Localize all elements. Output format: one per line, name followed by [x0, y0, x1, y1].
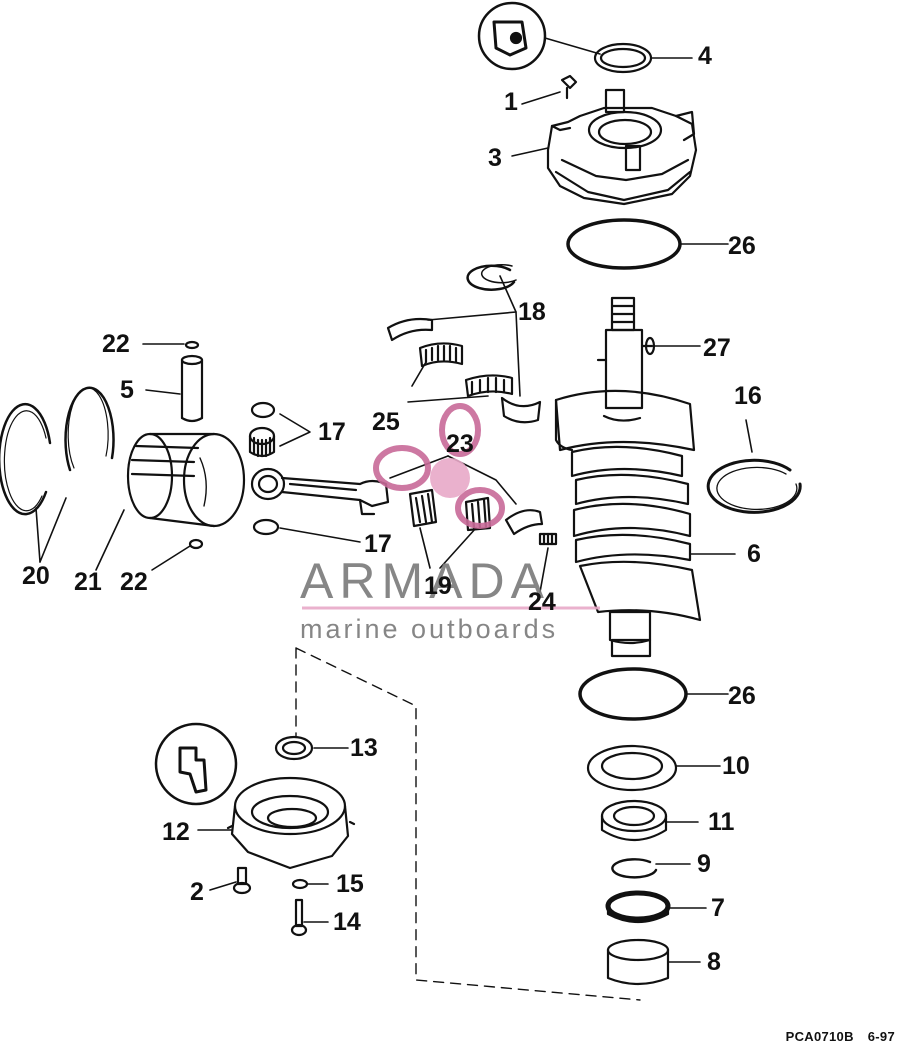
callout-26-lower: 26	[728, 682, 756, 710]
figure-footer: PCA0710B 6-97	[772, 1029, 895, 1044]
pin-clip-22-lower	[188, 538, 204, 550]
needle-bearing-17	[248, 426, 276, 458]
upper-bearing-housing-3	[546, 88, 698, 206]
callout-24: 24	[528, 588, 556, 616]
propeller-logo-icon	[373, 403, 505, 529]
callout-6: 6	[747, 540, 761, 568]
watermark-title: ARMADA	[300, 553, 550, 609]
callout-14: 14	[333, 908, 361, 936]
retaining-ring-18	[466, 263, 517, 291]
screw-1	[560, 74, 578, 100]
crankshaft-6	[554, 296, 702, 658]
callout-18: 18	[518, 298, 546, 326]
pin-bearing-washer-17-bottom	[252, 518, 280, 536]
callout-2: 2	[190, 878, 204, 906]
callout-17-lower: 17	[364, 530, 392, 558]
callout-10: 10	[722, 752, 750, 780]
alignment-dashed-line	[295, 647, 641, 1001]
seal-7	[605, 890, 671, 924]
callout-8: 8	[707, 948, 721, 976]
callout-3: 3	[488, 144, 502, 172]
callout-9: 9	[697, 850, 711, 878]
leader-lines	[35, 37, 753, 963]
figure-code: PCA0710B	[785, 1029, 854, 1044]
callout-26-upper: 26	[728, 232, 756, 260]
connecting-rod	[250, 467, 390, 516]
retaining-ring-16	[706, 458, 802, 514]
callout-20: 20	[22, 562, 50, 590]
figure-date: 6-97	[867, 1029, 895, 1044]
callout-labels: 1 2 3 4 5 6 7 8 9 10 11 12 13 14 15 16 1…	[22, 42, 762, 976]
callout-12: 12	[162, 818, 190, 846]
piston-pin-5	[180, 354, 204, 423]
retaining-ring-9	[611, 858, 658, 879]
screw-2	[232, 866, 252, 895]
plate-10	[586, 744, 678, 792]
roller-bearing-25-a	[418, 342, 464, 368]
callout-27: 27	[703, 334, 731, 362]
o-ring-26-upper	[566, 218, 682, 270]
washer-15	[291, 878, 309, 890]
callout-21: 21	[74, 568, 102, 596]
callout-15: 15	[336, 870, 364, 898]
piston-21	[126, 432, 246, 528]
rod-cap-23	[504, 509, 544, 536]
callout-25: 25	[372, 408, 400, 436]
seal-4	[593, 42, 653, 74]
bearing-cage-upper	[386, 317, 434, 342]
watermark-logo: ARMADA marine outboards	[300, 403, 600, 644]
piston-ring-20-a	[0, 402, 52, 516]
callout-22-lower: 22	[120, 568, 148, 596]
lower-bearing-housing-12	[226, 776, 356, 870]
callout-11: 11	[708, 808, 735, 836]
roller-bearing-25-b	[464, 374, 514, 398]
callout-19: 19	[424, 572, 452, 600]
callout-7: 7	[711, 894, 725, 922]
pin-bearing-washer-17-top	[250, 401, 276, 419]
ball-bearing-11	[600, 799, 668, 841]
piston-ring-20-b	[64, 386, 115, 472]
sleeve-8	[606, 938, 670, 986]
rod-bearing-19-a	[408, 488, 438, 528]
seal-detail-inset-lower	[154, 722, 238, 806]
callout-22-upper: 22	[102, 330, 130, 358]
bearing-race-half	[500, 396, 542, 424]
callout-17-upper: 17	[318, 418, 346, 446]
callout-23: 23	[446, 430, 474, 458]
callout-5: 5	[120, 376, 134, 404]
rod-bolt-24	[538, 532, 558, 546]
callout-16: 16	[734, 382, 762, 410]
seal-detail-inset	[477, 1, 547, 71]
callout-13: 13	[350, 734, 378, 762]
callout-4: 4	[698, 42, 712, 70]
o-ring-26-lower	[578, 667, 688, 721]
seal-13	[274, 735, 314, 761]
pin-clip-22-upper	[184, 340, 200, 350]
watermark-subtitle: marine outboards	[300, 614, 558, 644]
callout-1: 1	[504, 88, 518, 116]
screw-14	[290, 898, 308, 937]
